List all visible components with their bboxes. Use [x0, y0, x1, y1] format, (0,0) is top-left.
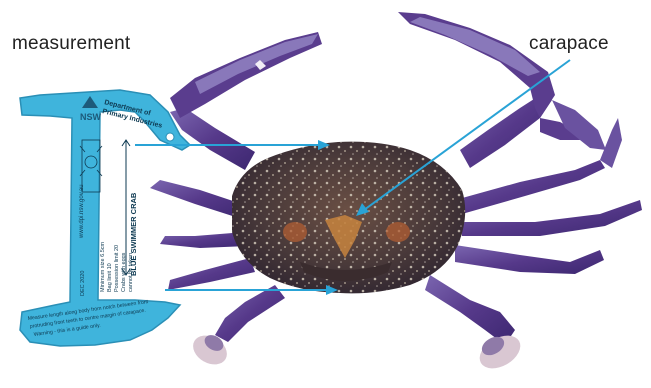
crab-carapace: [232, 142, 465, 294]
rule-3: Possession limit 20: [114, 245, 120, 292]
gauge-hole: [166, 133, 174, 141]
crab-illustration: [150, 12, 642, 375]
rule-4: Crabs with eggs: [121, 252, 127, 292]
measurement-label: measurement: [12, 33, 130, 55]
rule-1: Minimum size 6.5cm: [100, 241, 106, 292]
rule-2: Bag limit 10: [107, 263, 113, 292]
carapace-label: carapace: [529, 33, 609, 55]
nsw-logo-text: NSW: [80, 112, 102, 122]
website-text: www.dpi.nsw.gov.au: [79, 184, 85, 239]
gauge-code: DEC 2020: [80, 271, 86, 296]
rule-5: cannot be taken: [128, 253, 134, 292]
measuring-gauge: NSW Department of Primary Industries www…: [20, 90, 190, 346]
right-legs: [425, 118, 642, 375]
